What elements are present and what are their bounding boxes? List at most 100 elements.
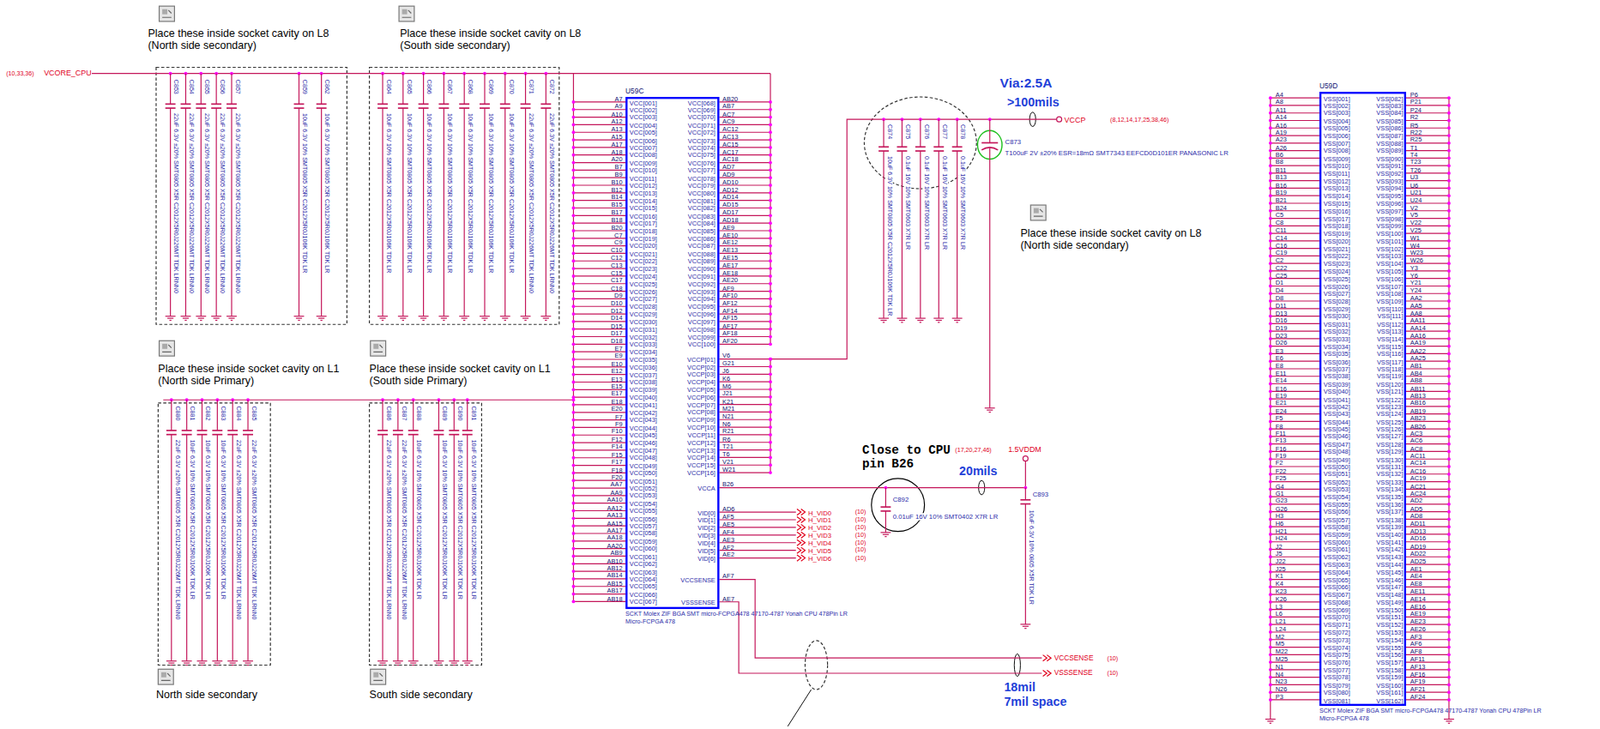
junction-dot: [572, 478, 576, 483]
pin-number: AE20: [722, 276, 738, 284]
pin-name: VSS[077]: [1323, 666, 1351, 674]
pin-name: VSS[140]: [1376, 531, 1403, 538]
pin-number: AE9: [722, 223, 735, 231]
junction-dot: [1447, 464, 1451, 469]
offpage-arrow: [1046, 670, 1051, 677]
junction-dot: [1447, 209, 1451, 213]
junction-dot: [1268, 660, 1273, 665]
pin-name: VSS[104]: [1376, 259, 1403, 267]
pin-name: VSS[011]: [1323, 169, 1351, 177]
pin-number: G21: [722, 359, 735, 367]
pin-name: VSS[146]: [1376, 575, 1403, 583]
pin-name: VID[6]: [697, 554, 715, 562]
pin-name: VCC[044]: [629, 423, 658, 431]
offpage-arrow: [796, 524, 802, 531]
junction-dot: [1268, 600, 1273, 604]
pin-name: VSS[057]: [1323, 515, 1351, 523]
pin-name: VSS[141]: [1376, 538, 1403, 546]
pin-name: VID[4]: [697, 539, 715, 547]
capacitor-symbol: [197, 429, 208, 432]
junction-dot: [768, 183, 773, 188]
junction-dot: [572, 350, 576, 354]
pin-number: AA9: [610, 489, 623, 496]
junction-dot: [572, 380, 576, 385]
pin-number: E8: [1275, 362, 1284, 369]
pin-number: A17: [610, 140, 622, 148]
part-value: 22uF 6.3V ±20% SMT0805 X5R C2012X5R0J226…: [173, 440, 181, 621]
junction-dot: [768, 372, 773, 376]
pin-number: F2: [1275, 459, 1284, 467]
pin-name: VCCP[04]: [687, 378, 716, 386]
net-ref: (10): [855, 524, 867, 532]
pin-number: T26: [1410, 166, 1422, 174]
pin-name: VCC[010]: [629, 166, 658, 174]
wire: [422, 108, 424, 317]
wire: [938, 119, 940, 147]
junction-dot: [1268, 374, 1273, 379]
junction-dot: [572, 585, 576, 589]
pin-name: VSS[065]: [1323, 575, 1351, 583]
pin-name: VCCP[11]: [688, 431, 716, 439]
junction-dot: [768, 236, 773, 241]
ground-symbol: [435, 663, 442, 665]
pin-name: VSS[074]: [1323, 643, 1351, 651]
junction-dot: [1268, 578, 1273, 582]
wire: [201, 399, 203, 431]
pin-number: E20: [610, 404, 622, 412]
ground-symbol: [214, 663, 221, 665]
junction-dot: [1268, 457, 1273, 461]
junction-dot: [1268, 495, 1273, 499]
pin-name: VSS[102]: [1376, 244, 1403, 252]
ground-symbol: [504, 320, 507, 321]
capacitor-symbol: [448, 429, 459, 432]
pin-name: VSS[148]: [1376, 591, 1403, 598]
junction-dot: [1268, 608, 1273, 612]
pin-name: VSS[114]: [1376, 335, 1404, 343]
pin-name: VSS[030]: [1323, 312, 1351, 320]
pin-name: VSS[125]: [1376, 417, 1403, 425]
junction-dot: [1268, 698, 1273, 702]
part-value: 10uF 6.3V 10% SMT0805 X5R C2012X5R0J106K…: [204, 440, 212, 600]
wire: [217, 399, 218, 431]
pin-number: F14: [611, 443, 623, 451]
offpage-arrow: [1043, 670, 1048, 677]
pin-name: VSS[124]: [1376, 410, 1403, 417]
pin-number: AF21: [1410, 685, 1426, 693]
ground-symbol: [1024, 627, 1027, 629]
junction-dot: [1268, 525, 1273, 529]
pin-name: VCC[046]: [629, 439, 658, 447]
part-ref: C870: [507, 79, 514, 95]
ground-symbol: [952, 318, 963, 320]
pin-name: VSS[042]: [1323, 403, 1351, 411]
pin-name: VCCA: [697, 483, 715, 491]
pin-name: VCC[011]: [629, 174, 657, 182]
part-value: 10uF 6.3V 10% 0805 X5R TDK LR: [1027, 510, 1035, 605]
pin-number: AF15: [722, 314, 738, 322]
pin-number: B26: [722, 480, 734, 488]
part-ref: C881: [188, 405, 196, 421]
junction-dot: [572, 342, 576, 346]
junction-dot: [1268, 592, 1273, 597]
pin-name: VCC[084]: [688, 219, 716, 227]
pin-name: VSS[129]: [1376, 447, 1403, 455]
pin-name: VCCP[05]: [687, 386, 716, 393]
pin-name: VSS[096]: [1376, 199, 1403, 207]
junction-dot: [1268, 404, 1273, 409]
placement-note: North side secondary: [156, 688, 258, 701]
pin-name: VCC[036]: [629, 363, 658, 371]
pin-number: G1: [1275, 489, 1285, 497]
pin-number: P3: [1275, 693, 1284, 701]
junction-dot: [572, 395, 576, 399]
junction-dot: [1447, 96, 1451, 100]
junction-dot: [572, 312, 576, 316]
pin-name: VSS[142]: [1376, 545, 1403, 553]
junction-dot: [768, 259, 773, 263]
pin-number: J5: [1275, 549, 1283, 557]
junction-dot: [572, 259, 576, 263]
pin-name: VCC[009]: [629, 158, 658, 166]
pin-name: VSS[138]: [1376, 515, 1403, 523]
capacitor-symbol: [933, 145, 944, 148]
wire: [397, 434, 399, 662]
pin-name: VSS[014]: [1323, 192, 1351, 200]
junction-dot: [1268, 510, 1273, 514]
